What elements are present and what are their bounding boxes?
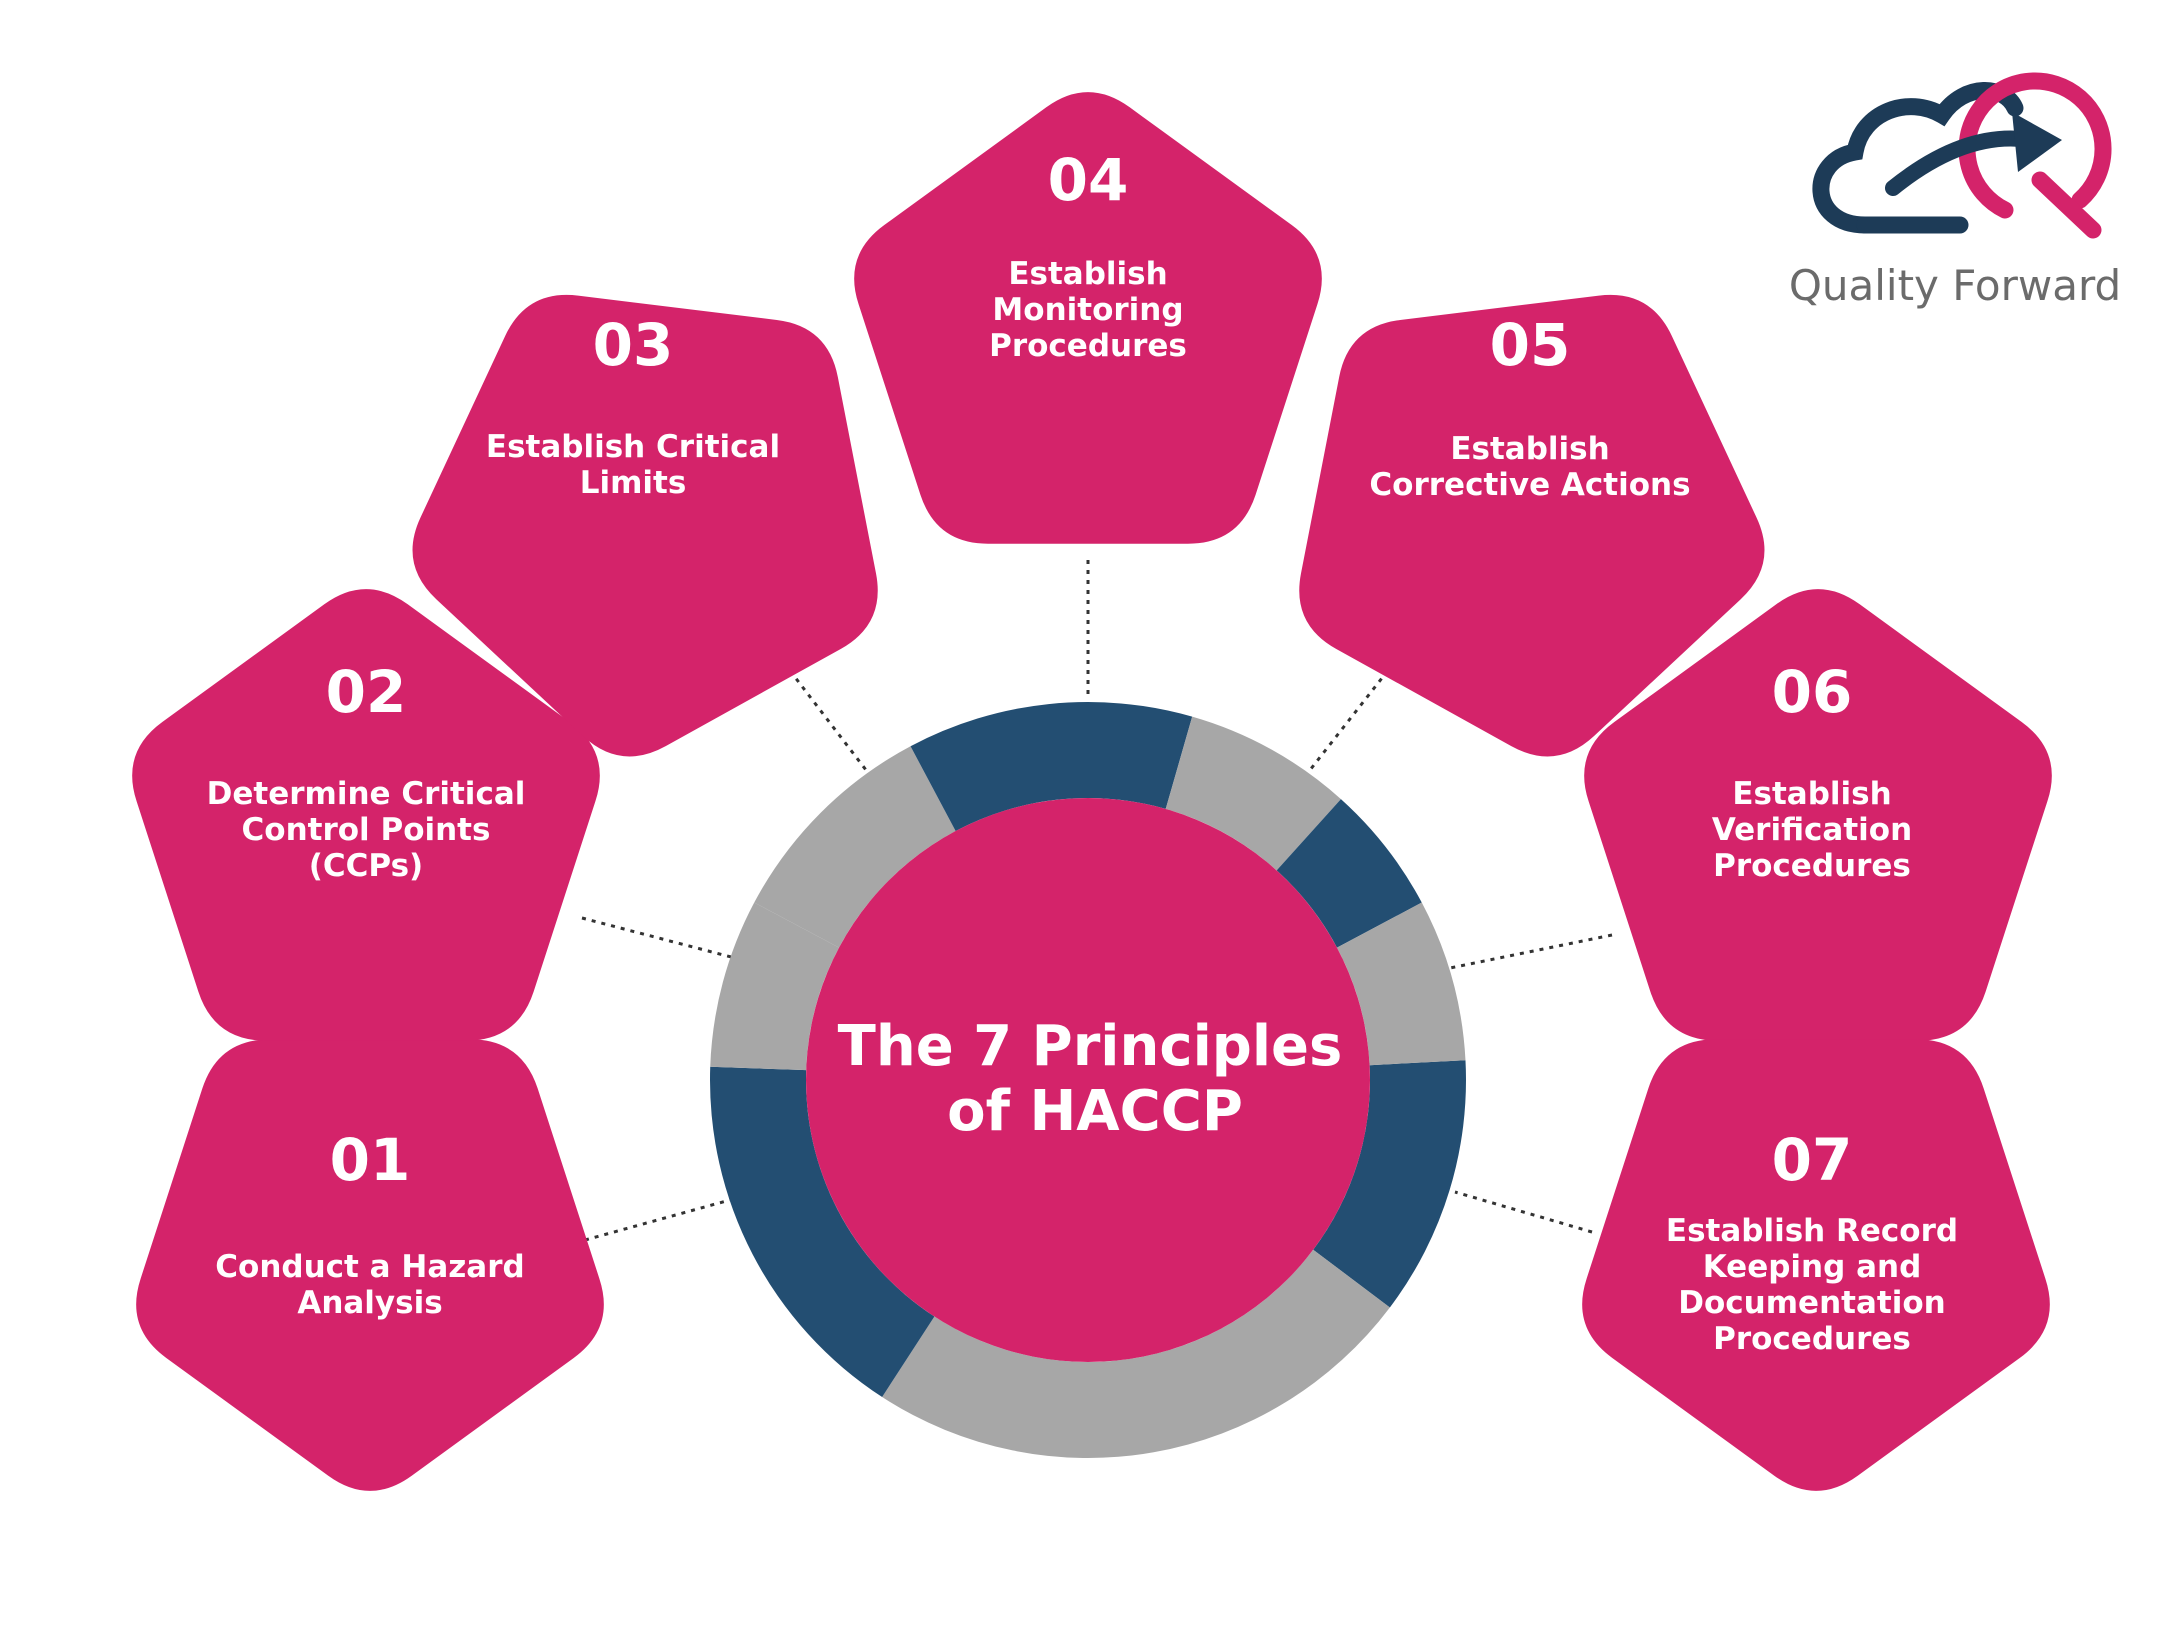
- principle-label-line: Establish Record: [1666, 1213, 1958, 1249]
- principle-pentagon: [854, 92, 1322, 544]
- principle-label-line: Procedures: [989, 328, 1187, 364]
- ring-segment: [1313, 1060, 1466, 1308]
- diagram-title-line-2: of HACCP: [947, 1079, 1243, 1144]
- principle-pentagon: [132, 589, 600, 1041]
- principle-number: 06: [1772, 658, 1853, 726]
- cloud-q-arrow-logo-icon: [1812, 72, 2112, 239]
- center-ring: [710, 701, 1466, 1458]
- principle-pentagon: [412, 294, 878, 757]
- connector-03: [776, 654, 868, 771]
- center-circle: [806, 798, 1370, 1362]
- connector-02: [581, 916, 736, 960]
- principle-label-line: Documentation: [1678, 1285, 1945, 1321]
- principle-number: 01: [330, 1126, 411, 1194]
- principle-label-line: Monitoring: [992, 292, 1183, 328]
- principle-label-line: Analysis: [297, 1285, 442, 1321]
- quality-forward-logo: Quality Forward: [1789, 72, 2121, 310]
- principle-pentagon: [1584, 589, 2052, 1041]
- principle-label-line: (CCPs): [309, 848, 423, 884]
- ring-segment: [910, 701, 1193, 832]
- principle-label-line: Procedures: [1713, 1321, 1911, 1357]
- ring-segment: [710, 1066, 935, 1398]
- ring-segment: [1165, 716, 1341, 871]
- diagram-title-line-1: The 7 Principles: [838, 1014, 1343, 1079]
- principle-number: 05: [1490, 311, 1571, 379]
- connector-06: [1449, 933, 1613, 970]
- principle-label-line: Verification: [1712, 812, 1912, 848]
- principle-number: 02: [326, 658, 407, 726]
- ring-segment: [882, 1249, 1390, 1458]
- principle-label-line: Keeping and: [1703, 1249, 1922, 1285]
- principle-label-line: Determine Critical: [207, 776, 526, 812]
- ring-segment: [754, 746, 956, 948]
- connector-07: [1454, 1190, 1593, 1234]
- logo-text: Quality Forward: [1789, 261, 2121, 310]
- principle-pentagon: [1299, 294, 1765, 757]
- principle-label-line: Control Points: [242, 812, 491, 848]
- connector-05: [1308, 654, 1402, 771]
- ring-segment: [710, 902, 840, 1071]
- principle-label-line: Limits: [580, 465, 687, 501]
- principle-number: 04: [1048, 146, 1129, 214]
- connector-01: [584, 1198, 731, 1242]
- principle-label-line: Corrective Actions: [1369, 467, 1690, 503]
- principle-pentagon: [1582, 1039, 2050, 1491]
- principle-label-line: Procedures: [1713, 848, 1911, 884]
- principle-label-line: Establish: [1008, 256, 1167, 292]
- principle-label-line: Establish: [1450, 431, 1609, 467]
- principle-pentagon: [136, 1039, 604, 1491]
- principle-label-line: Establish Critical: [486, 429, 780, 465]
- principle-label-line: Conduct a Hazard: [215, 1249, 524, 1285]
- connectors: [581, 560, 1613, 1242]
- ring-segment: [1276, 799, 1422, 948]
- principle-label-line: Establish: [1732, 776, 1891, 812]
- principle-number: 07: [1772, 1126, 1853, 1194]
- principle-number: 03: [593, 311, 674, 379]
- ring-segment: [1336, 902, 1466, 1066]
